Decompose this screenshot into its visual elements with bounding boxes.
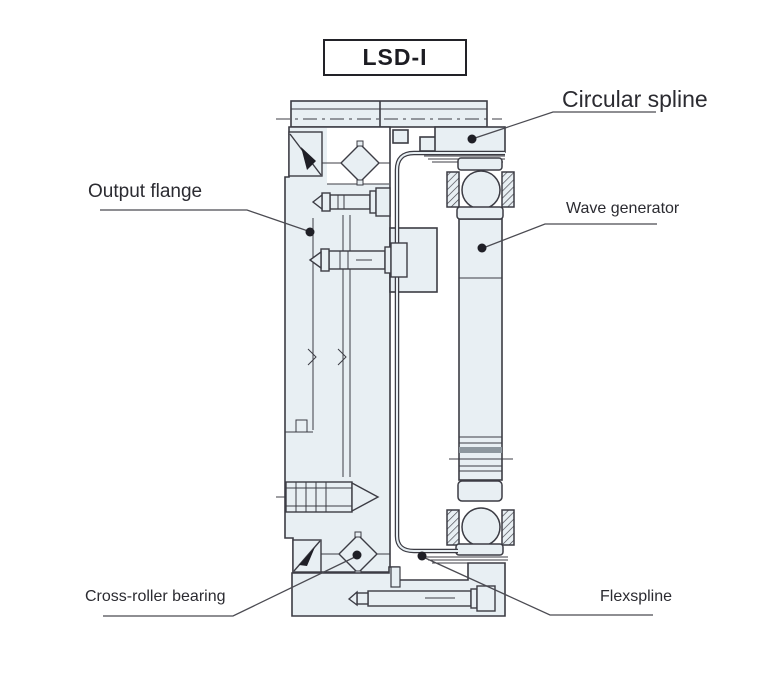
output-flange-leader (100, 209, 309, 232)
leader-dot (305, 227, 315, 237)
circular-spline-block (392, 126, 506, 163)
cross-roller-top (340, 140, 380, 186)
title-box: LSD-I (323, 39, 467, 76)
circular-spline-ring (276, 100, 502, 128)
bolt-middle (308, 242, 408, 278)
leader-dot (417, 551, 427, 561)
bolt-flange (347, 585, 496, 612)
flexspline-leader (422, 556, 653, 616)
leader-lines (100, 111, 657, 617)
cross-roller-leader (103, 555, 358, 617)
leader-dots (305, 134, 487, 561)
seal-arrow-icon (299, 547, 315, 566)
wave-generator-bearing-bottom (424, 480, 515, 564)
wave-generator-shaft (449, 218, 513, 481)
hatch-seal (501, 171, 515, 208)
top-seal (288, 131, 323, 177)
wave-generator-leader (482, 223, 657, 249)
diagram-title: LSD-I (362, 44, 428, 70)
bottom-seal (292, 539, 322, 573)
label-circular-spline: Circular spline (562, 86, 708, 112)
label-cross-roller-bearing: Cross-roller bearing (85, 588, 226, 605)
gear-teeth-bottom (424, 556, 508, 564)
leader-dot (477, 243, 487, 253)
seal-arrow-icon (301, 147, 316, 170)
hatch-seal (446, 509, 460, 546)
label-flexspline: Flexspline (600, 588, 673, 605)
set-screw-lower (276, 481, 380, 513)
leader-dot (352, 550, 362, 560)
ball-bearing (461, 170, 501, 210)
shaft-grooves (449, 436, 513, 472)
wave-generator-bearing-top (446, 157, 515, 220)
circular-spline-leader (471, 111, 656, 140)
break-mark-icon (337, 348, 347, 366)
ball-bearing (461, 507, 501, 547)
label-wave-generator: Wave generator (566, 200, 680, 217)
flexspline-wall (394, 150, 505, 554)
leader-dot (467, 134, 477, 144)
hatch-seal (446, 171, 460, 208)
break-mark-icon (307, 348, 317, 366)
bolt-upper (311, 187, 391, 217)
hatch-seal (501, 509, 515, 546)
label-output-flange: Output flange (88, 181, 203, 202)
